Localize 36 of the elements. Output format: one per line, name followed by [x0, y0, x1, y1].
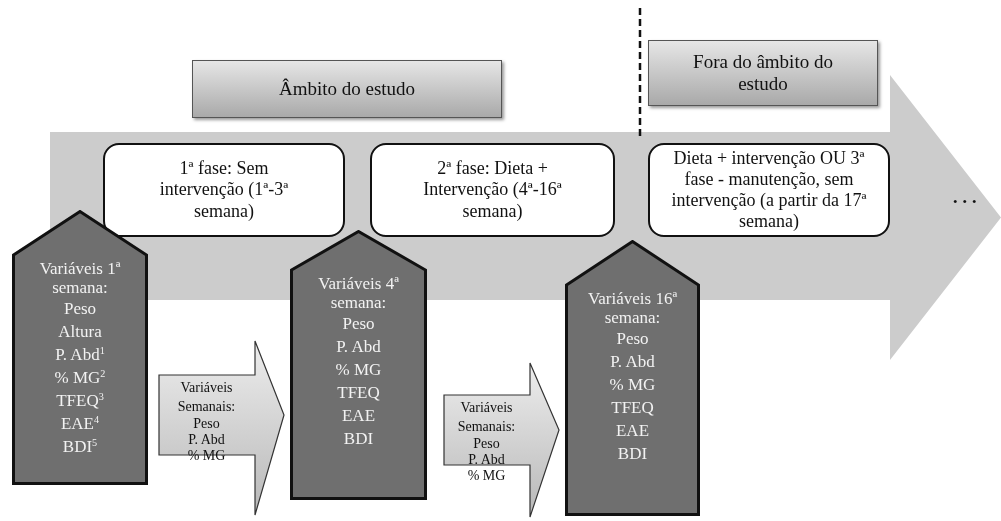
variable-name: Altura: [58, 321, 102, 343]
variable-name: BDI: [343, 428, 374, 450]
variable-name: BDI$^{5}$: [62, 435, 98, 458]
phase-box: 1ª fase: Sem intervenção (1ª-3ª semana): [103, 143, 345, 237]
variable-name: BDI: [617, 443, 648, 465]
variables-heading: Variáveis 16ª semana:: [586, 289, 679, 327]
variable-name: % MG: [609, 374, 656, 396]
variable-name: % MG: [467, 468, 506, 484]
variable-name: % MG: [187, 448, 226, 464]
phase-box: Dieta + intervenção OU 3ª fase - manutenção, sem intervenção (a partir da 17ª semana): [648, 143, 890, 237]
variables-heading: Variáveis 4ª semana:: [317, 274, 400, 312]
variable-name: EAE: [341, 405, 375, 427]
variable-name: % MG$^{2}$: [54, 366, 106, 389]
variable-name: TFEQ$^{3}$: [56, 389, 104, 412]
variable-name: P. Abd: [610, 351, 655, 373]
variables-heading: Variáveis Semanais:: [176, 379, 237, 416]
variable-name: Peso: [342, 313, 375, 335]
variables-heading: Variáveis Semanais:: [456, 399, 517, 436]
variable-name: Peso: [616, 328, 649, 350]
scope-header-box: Âmbito do estudo: [192, 60, 502, 118]
variable-name: EAE: [615, 420, 649, 442]
variable-name: % MG: [335, 359, 382, 381]
variable-name: P. Abd: [468, 452, 505, 468]
variables-heading: Variáveis 1ª semana:: [38, 259, 122, 297]
phase-box: 2ª fase: Dieta + Intervenção (4ª-16ª semana): [370, 143, 615, 237]
variable-name: EAE$^{4}$: [60, 412, 100, 435]
scope-header-box: Fora do âmbito do estudo: [648, 40, 878, 106]
variable-name: P. Abd$^{1}$: [55, 343, 105, 366]
variable-name: P. Abd: [188, 432, 225, 448]
variable-name: Peso: [193, 416, 220, 432]
variable-name: TFEQ: [337, 382, 380, 404]
variable-name: Peso: [63, 298, 97, 320]
ellipsis-text: ...: [952, 180, 981, 210]
variable-name: P. Abd: [336, 336, 381, 358]
variable-name: TFEQ: [611, 397, 654, 419]
variable-name: Peso: [473, 436, 500, 452]
